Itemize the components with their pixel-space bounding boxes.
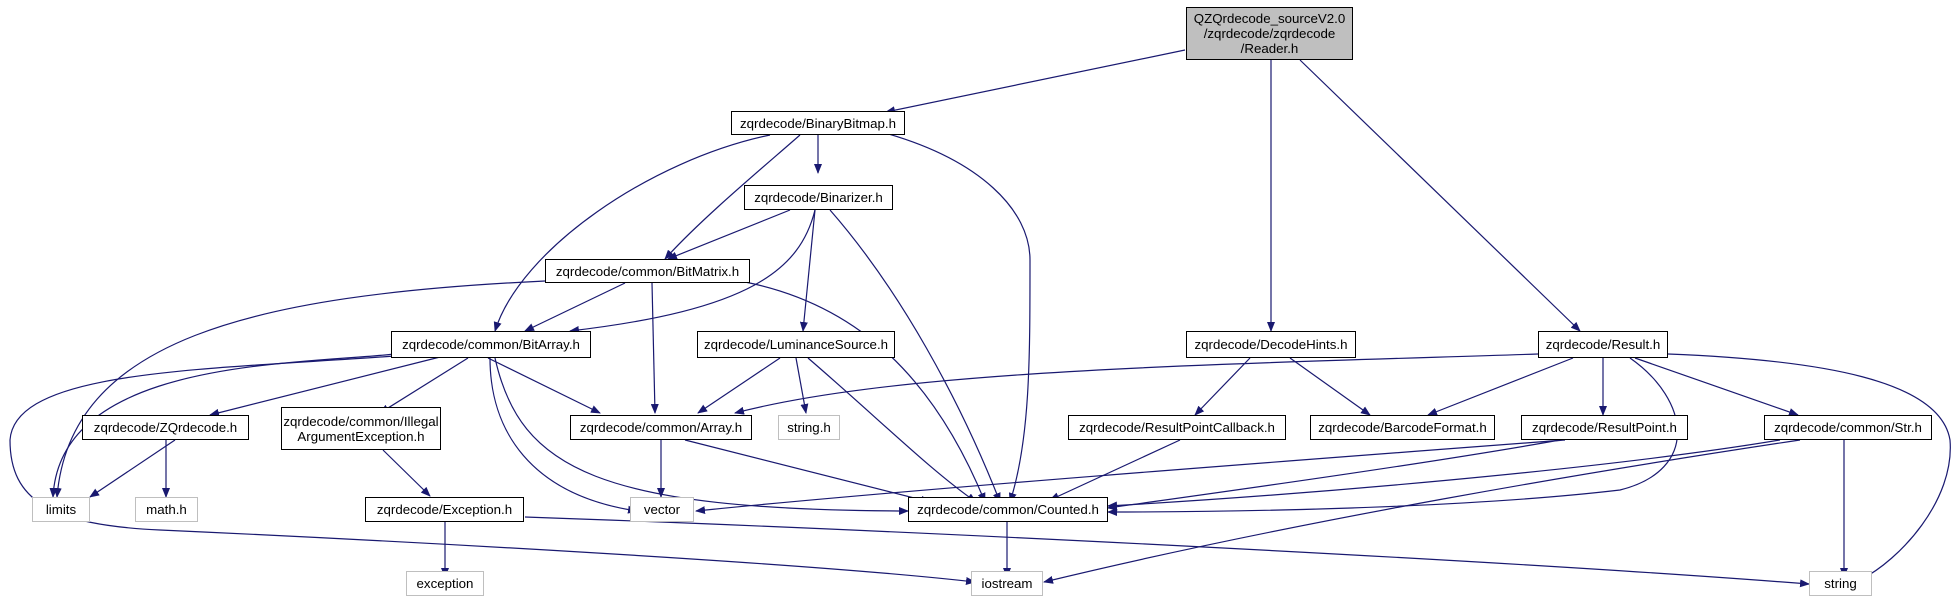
edge-binarizer-bitarray	[569, 209, 816, 334]
node-barcodeformat[interactable]: zqrdecode/BarcodeFormat.h	[1310, 415, 1495, 440]
node-math-h[interactable]: math.h	[135, 497, 198, 522]
node-reader[interactable]: QZQrdecode_sourceV2.0 /zqrdecode/zqrdeco…	[1186, 7, 1353, 60]
edge-reader-binarybitmap	[885, 49, 1186, 115]
edge-str-iostream	[1043, 439, 1801, 584]
edge-binarizer-luminance	[799, 209, 816, 332]
edge-binarybitmap-counted	[884, 132, 1031, 503]
edge-bitarray-illegalarg	[379, 357, 469, 414]
node-string[interactable]: string	[1809, 571, 1872, 596]
edge-bitmatrix-counted	[744, 281, 986, 503]
edge-bitarray-limits	[49, 353, 396, 498]
edge-binarybitmap-bitmatrix	[664, 134, 801, 260]
edge-resultpoint-vector	[695, 439, 1566, 515]
edge-binarizer-bitmatrix	[667, 209, 791, 260]
edge-bitmatrix-array	[650, 282, 659, 414]
node-vector[interactable]: vector	[630, 497, 694, 522]
edge-luminance-counted	[807, 357, 977, 503]
node-resultpointcallback[interactable]: zqrdecode/ResultPointCallback.h	[1068, 415, 1286, 440]
edge-str-counted	[1107, 439, 1781, 510]
edge-binarizer-counted	[829, 209, 1001, 503]
node-binarizer[interactable]: zqrdecode/Binarizer.h	[744, 185, 893, 210]
edge-result-barcodeformat	[1427, 357, 1574, 416]
edge-result-counted	[1107, 357, 1679, 516]
edge-luminance-array	[697, 357, 781, 414]
node-binarybitmap[interactable]: zqrdecode/BinaryBitmap.h	[731, 111, 905, 135]
edge-result-str	[1634, 357, 1799, 416]
node-limits[interactable]: limits	[32, 497, 90, 522]
edge-luminance-string-h	[795, 357, 809, 414]
edge-bitmatrix-limits	[53, 280, 546, 498]
edge-zqrdecode-limits	[89, 439, 176, 498]
node-bitarray[interactable]: zqrdecode/common/BitArray.h	[391, 331, 591, 358]
node-counted[interactable]: zqrdecode/common/Counted.h	[908, 497, 1108, 522]
edge-decodehints-barcodeformat	[1289, 357, 1371, 416]
node-illegalargumentexception[interactable]: zqrdecode/common/Illegal ArgumentExcepti…	[281, 407, 441, 450]
edge-bitmatrix-bitarray	[524, 282, 626, 332]
node-decodehints[interactable]: zqrdecode/DecodeHints.h	[1186, 331, 1356, 358]
edge-illegalarg-exception	[382, 449, 431, 497]
node-str[interactable]: zqrdecode/common/Str.h	[1764, 415, 1932, 440]
edge-exception-string	[524, 516, 1810, 588]
node-luminancesource[interactable]: zqrdecode/LuminanceSource.h	[697, 331, 895, 358]
edge-bitarray-array	[487, 357, 601, 414]
edge-bitarray-counted	[494, 357, 909, 515]
edge-binarybitmap-bitarray	[493, 134, 771, 332]
edge-reader-result	[1299, 59, 1581, 332]
edge-decodehints-resultpointcallback	[1194, 357, 1251, 416]
node-array[interactable]: zqrdecode/common/Array.h	[570, 415, 752, 440]
node-resultpoint[interactable]: zqrdecode/ResultPoint.h	[1521, 415, 1688, 440]
edge-result-string	[1667, 353, 1951, 581]
node-result[interactable]: zqrdecode/Result.h	[1538, 331, 1668, 358]
node-bitmatrix[interactable]: zqrdecode/common/BitMatrix.h	[545, 259, 750, 283]
edge-array-counted	[684, 439, 931, 504]
node-exception[interactable]: exception	[406, 571, 484, 596]
node-exception-h[interactable]: zqrdecode/Exception.h	[365, 497, 524, 522]
edge-bitarray-vector	[489, 357, 638, 514]
edge-resultpointcallback-counted	[1049, 439, 1181, 501]
node-zqrdecode[interactable]: zqrdecode/ZQrdecode.h	[82, 415, 249, 440]
edge-resultpoint-counted	[1107, 439, 1561, 511]
edge-result-array	[734, 353, 1539, 415]
node-string-h[interactable]: string.h	[778, 415, 840, 440]
edge-bitarray-zqrdecode	[209, 354, 449, 417]
node-iostream[interactable]: iostream	[971, 571, 1043, 596]
